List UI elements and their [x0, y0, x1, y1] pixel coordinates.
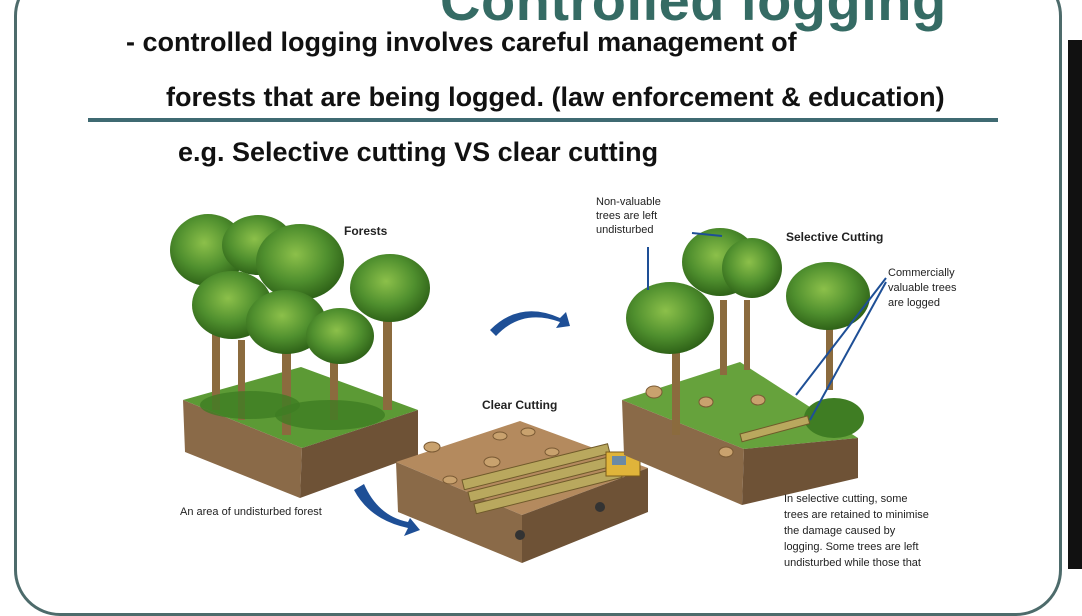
arrow-forest-to-selective — [490, 311, 570, 336]
selective-cutting-block-illustration — [622, 228, 887, 505]
selective-caption-line: logging. Some trees are left — [784, 541, 919, 553]
clear-cutting-heading: Clear Cutting — [482, 398, 557, 412]
arrow-forest-to-clear — [354, 484, 420, 536]
forest-block-illustration — [170, 214, 430, 498]
selective-caption-line: the damage caused by — [784, 525, 896, 537]
clear-cutting-block-illustration — [396, 421, 648, 563]
bullet-line-1: - controlled logging involves careful ma… — [126, 27, 797, 57]
forest-caption: An area of undisturbed forest — [180, 506, 322, 518]
selective-caption-line: undisturbed while those that — [784, 557, 921, 569]
selective-caption-line: trees are retained to minimise — [784, 509, 929, 521]
example-line: e.g. Selective cutting VS clear cutting — [178, 137, 659, 167]
commercial-note-line: valuable trees — [888, 282, 957, 294]
commercial-note-line: Commercially — [888, 267, 955, 279]
selective-caption-line: In selective cutting, some — [784, 493, 908, 505]
divider-rule — [88, 118, 998, 122]
nonvaluable-note-line: undisturbed — [596, 224, 654, 236]
bullet-line-2: forests that are being logged. (law enfo… — [166, 82, 945, 112]
slide-title: Controlled logging — [440, 0, 947, 32]
nonvaluable-note-line: Non-valuable — [596, 196, 661, 208]
window-edge — [1068, 40, 1082, 569]
logging-diagram: Forests An area of undisturbed forest Cl… — [170, 196, 957, 569]
forests-heading: Forests — [344, 224, 388, 238]
nonvaluable-note-line: trees are left — [596, 210, 657, 222]
commercial-note-line: are logged — [888, 297, 940, 309]
selective-cutting-heading: Selective Cutting — [786, 230, 883, 244]
